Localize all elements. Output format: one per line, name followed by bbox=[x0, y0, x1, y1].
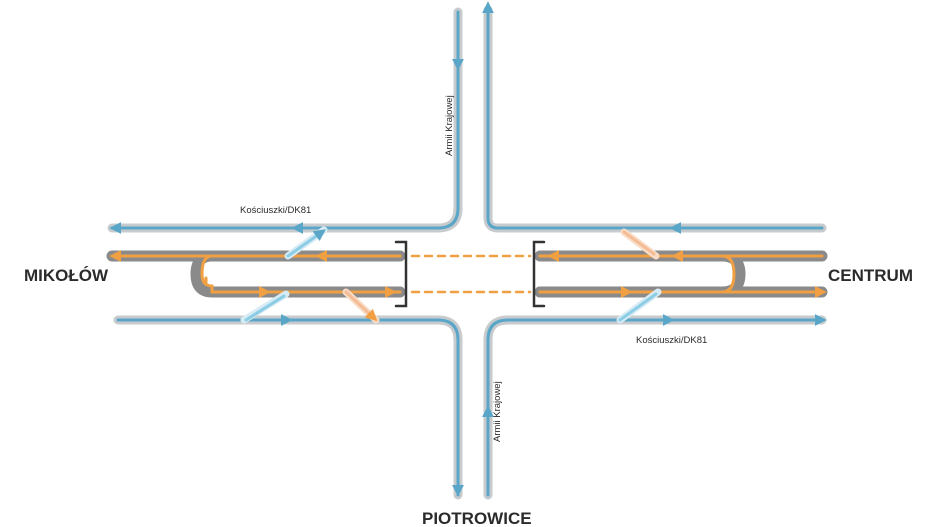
ramp-exit-west bbox=[344, 290, 378, 322]
ramp-down-west bbox=[244, 294, 286, 322]
ramps bbox=[240, 226, 662, 324]
road-path-sw bbox=[116, 318, 460, 497]
label-armii-north: Armii Krajowej bbox=[444, 95, 455, 156]
ramp-exit-east bbox=[622, 230, 656, 256]
road-path-nw bbox=[110, 10, 460, 230]
road-path-ne bbox=[486, 8, 824, 230]
ramp-up-west bbox=[286, 229, 326, 258]
label-mikolow: MIKOŁÓW bbox=[24, 266, 109, 285]
ramp-up-east bbox=[618, 292, 658, 322]
label-armii-south: Armii Krajowej bbox=[492, 381, 503, 442]
road-path-se bbox=[486, 318, 824, 497]
label-kosciuszki-top: Kościuszki/DK81 bbox=[240, 205, 311, 216]
label-kosciuszki-bottom: Kościuszki/DK81 bbox=[636, 335, 707, 346]
label-centrum: CENTRUM bbox=[828, 266, 913, 285]
surface-roads bbox=[107, 1, 827, 500]
tunnel-portal-east bbox=[532, 240, 546, 308]
tunnel bbox=[106, 240, 828, 308]
tunnel-uturn-west bbox=[200, 254, 402, 294]
label-piotrowice: PIOTROWICE bbox=[422, 509, 532, 527]
tunnel-portal-west bbox=[394, 240, 408, 308]
